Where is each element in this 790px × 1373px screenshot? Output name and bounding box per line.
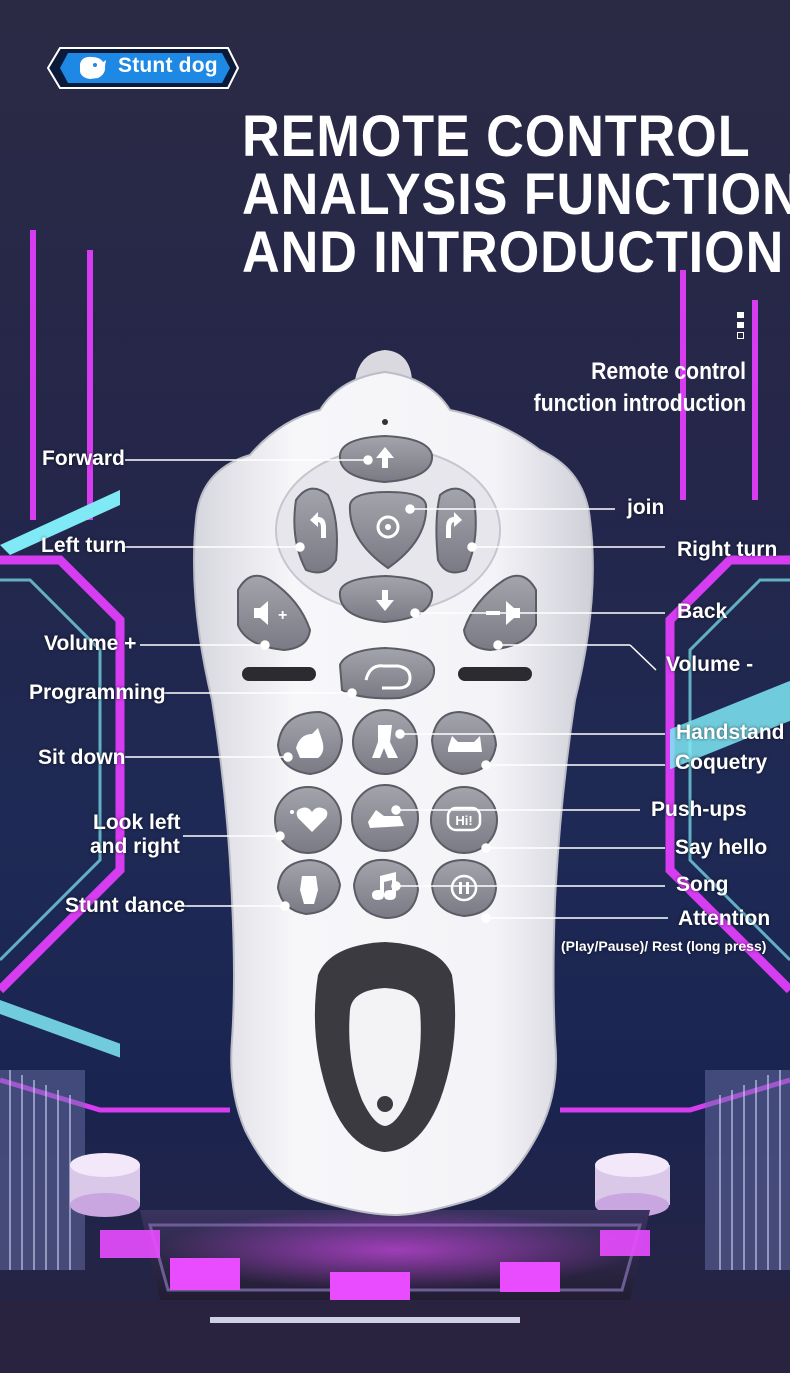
- label-sit-down: Sit down: [38, 746, 126, 769]
- decor-dots: [737, 312, 747, 348]
- antenna-nub: [355, 350, 412, 380]
- title-line-1: REMOTE CONTROL: [242, 104, 751, 169]
- left-turn-button[interactable]: [293, 487, 338, 574]
- pushup-dog-icon: [368, 810, 404, 828]
- label-attention-note: (Play/Pause)/ Rest (long press): [561, 938, 767, 954]
- label-push-ups: Push-ups: [651, 798, 747, 821]
- neon-strip: [752, 300, 758, 500]
- slot-left: [242, 667, 316, 681]
- label-volume-down: Volume -: [666, 653, 754, 676]
- stunt-dance-button[interactable]: [276, 858, 342, 916]
- subtitle-line-1: Remote control: [591, 358, 746, 385]
- label-back: Back: [677, 600, 728, 623]
- right-turn-button[interactable]: [435, 487, 477, 574]
- dancing-dog-icon: [300, 876, 318, 904]
- neon-frame-right: [665, 555, 790, 994]
- rolling-dog-icon: [448, 736, 482, 752]
- plus-glyph: +: [278, 607, 287, 624]
- label-right-turn: Right turn: [677, 538, 778, 561]
- label-programming: Programming: [29, 681, 166, 704]
- coquetry-button[interactable]: [430, 710, 498, 776]
- arrow-up-icon: [376, 447, 394, 468]
- say-hello-button[interactable]: Hi!: [430, 786, 498, 854]
- badge-label: Stunt dog: [118, 54, 218, 77]
- hi-glyph: Hi!: [455, 813, 472, 828]
- subtitle-line-2: function introduction: [533, 390, 746, 417]
- neon-strip: [87, 250, 93, 520]
- pillar-right: [595, 1153, 670, 1217]
- arrow-down-icon: [376, 590, 394, 611]
- stage-platform: [0, 1210, 790, 1373]
- label-stunt-dance: Stunt dance: [65, 894, 186, 917]
- music-note-icon: [372, 872, 396, 900]
- forward-button[interactable]: [338, 434, 434, 484]
- label-left-turn: Left turn: [41, 534, 127, 557]
- label-coquetry: Coquetry: [675, 751, 768, 774]
- handstand-dog-icon: [372, 725, 398, 758]
- song-button[interactable]: [352, 858, 420, 920]
- label-volume-up: Volume +: [44, 632, 137, 655]
- loop-icon: [364, 664, 412, 690]
- neon-strip: [30, 230, 36, 520]
- slot-right: [458, 667, 532, 681]
- grate-right: [705, 1070, 790, 1270]
- pause-icon: [450, 874, 478, 902]
- heart-icon: [296, 807, 328, 832]
- pillar-left: [70, 1153, 140, 1217]
- back-button[interactable]: [338, 574, 434, 624]
- neon-frame-left-inner: [0, 578, 102, 962]
- label-look-left: Look left: [93, 811, 181, 834]
- push-ups-button[interactable]: [351, 784, 419, 852]
- neon-strip: [680, 270, 686, 500]
- label-song: Song: [676, 873, 729, 896]
- label-say-hello: Say hello: [675, 836, 768, 859]
- sitting-dog-icon: [296, 728, 324, 758]
- label-handstand: Handstand: [676, 721, 785, 744]
- neon-frame-left: [0, 555, 125, 994]
- turn-left-icon: [310, 512, 326, 538]
- neon-bar: [670, 680, 790, 770]
- join-icon: [376, 515, 400, 539]
- attention-button[interactable]: [430, 858, 498, 918]
- label-join: join: [627, 496, 665, 519]
- programming-button[interactable]: [338, 646, 436, 700]
- look-left-right-button[interactable]: [274, 786, 342, 854]
- dog-icon: [80, 56, 106, 79]
- indicator-led: [382, 419, 388, 425]
- title-line-3: AND INTRODUCTION: [242, 220, 785, 285]
- grip-window: [349, 988, 421, 1126]
- neon-bar: [0, 1000, 120, 1058]
- speaker-up-icon: [254, 601, 268, 625]
- label-attention: Attention: [678, 907, 771, 930]
- handstand-button[interactable]: [352, 709, 418, 775]
- neon-frame-right-inner: [688, 578, 790, 962]
- turn-right-icon: [446, 512, 462, 538]
- screw-hole: [377, 1096, 393, 1112]
- minus-glyph: [486, 611, 500, 615]
- title-line-2: ANALYSIS FUNCTION: [242, 162, 790, 227]
- label-forward: Forward: [42, 447, 125, 470]
- sit-down-button[interactable]: [276, 710, 344, 776]
- label-and-right: and right: [90, 835, 180, 858]
- neon-bar: [0, 490, 120, 555]
- page-title: REMOTE CONTROL ANALYSIS FUNCTION AND INT…: [242, 104, 790, 285]
- speech-bubble-icon: [446, 806, 482, 832]
- page-subtitle: Remote control function introduction: [482, 356, 746, 420]
